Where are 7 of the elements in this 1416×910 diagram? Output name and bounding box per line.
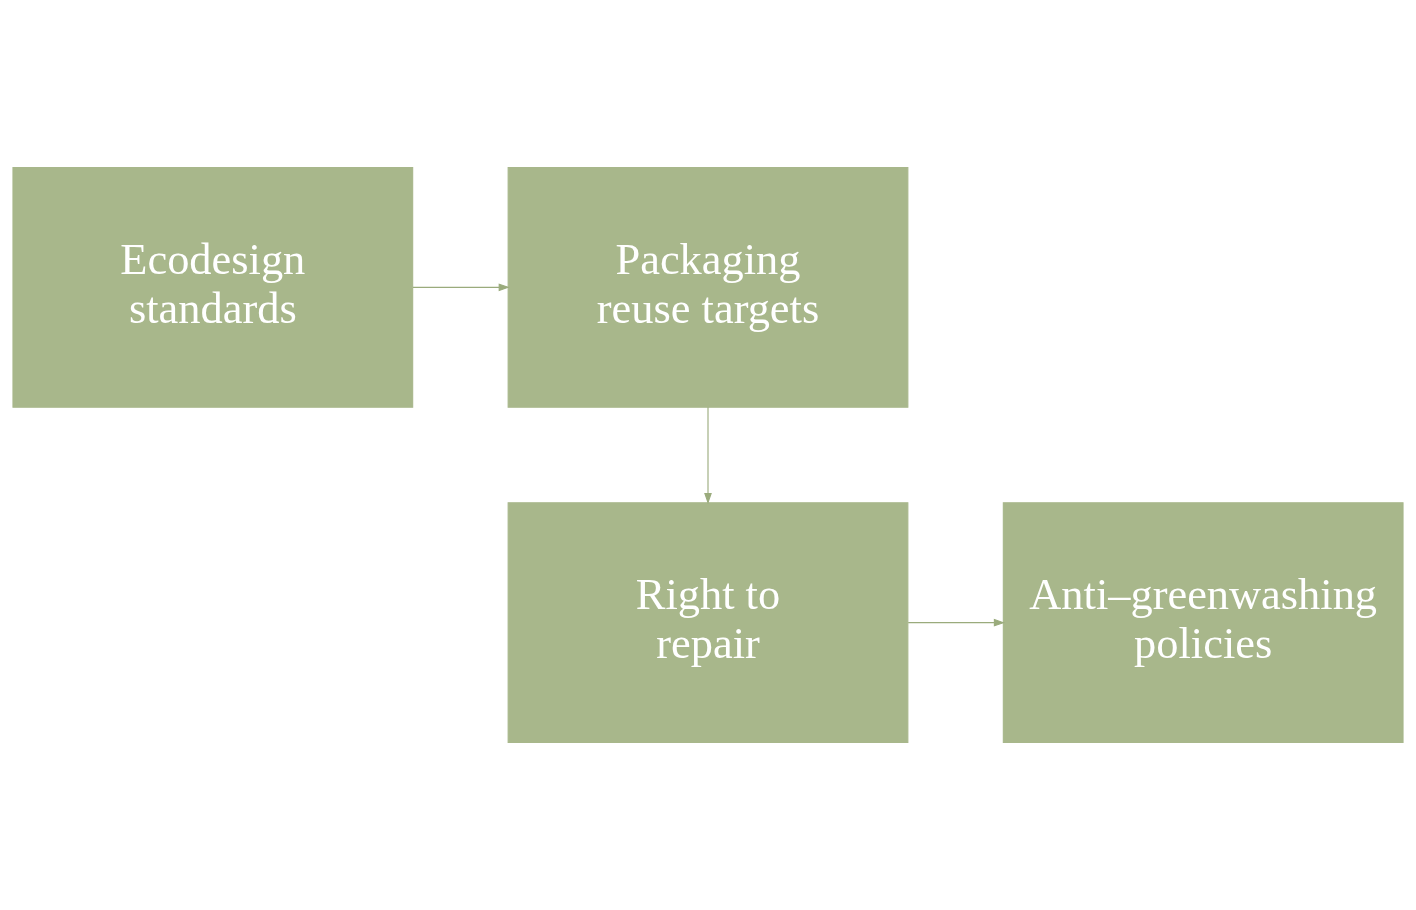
node-box: Ecodesign standards: [12, 166, 414, 408]
node-box: Packaging reuse targets: [507, 166, 909, 408]
node-box: Anti–greenwashing policies: [1002, 502, 1404, 744]
node-box: Right to repair: [507, 502, 909, 744]
arrow: [704, 406, 712, 505]
arrow: [907, 618, 1005, 627]
arrow: [412, 283, 510, 292]
